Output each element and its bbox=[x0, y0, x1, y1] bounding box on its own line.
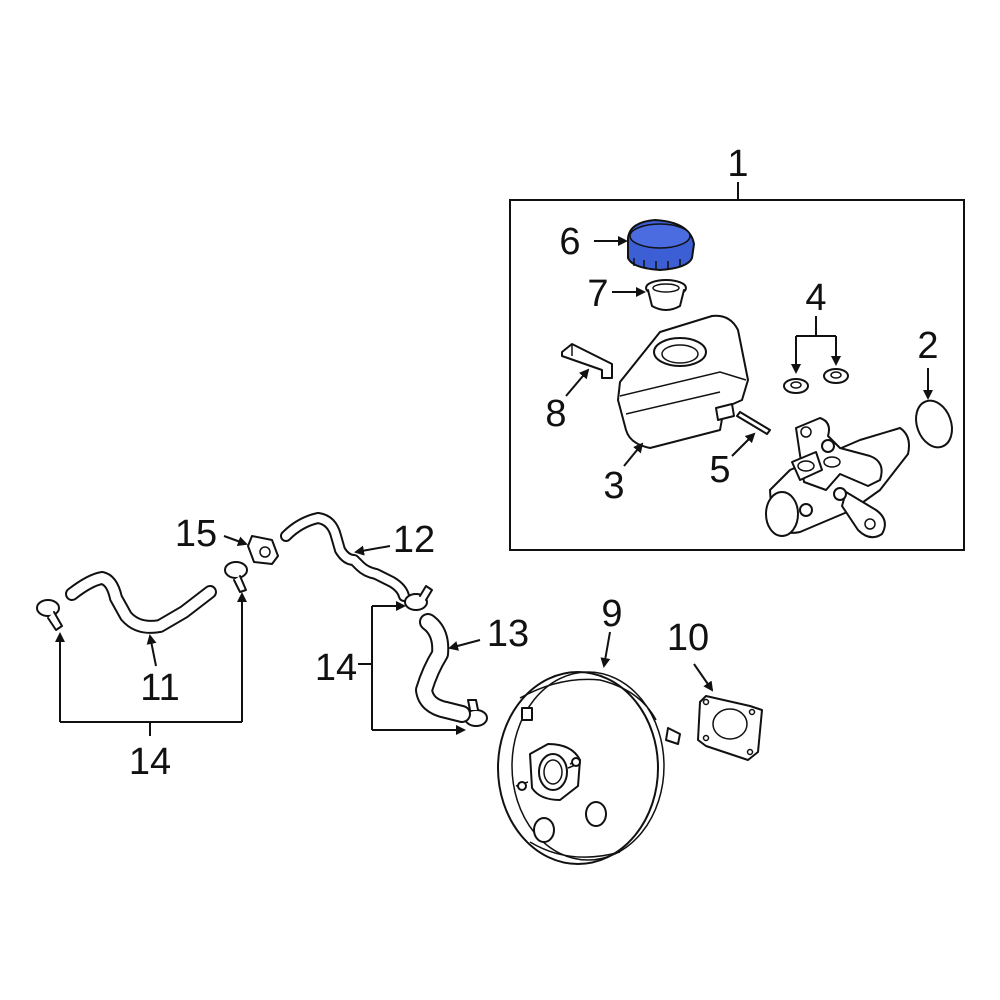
reservoir-cap-part[interactable] bbox=[627, 218, 696, 272]
bracket-part[interactable] bbox=[561, 343, 613, 379]
vacuum-hose-mid-part[interactable] bbox=[415, 613, 471, 723]
callout-10: 10 bbox=[667, 617, 709, 659]
callout-5: 5 bbox=[709, 449, 730, 491]
pin-part[interactable] bbox=[736, 411, 771, 435]
grommet-right-part[interactable] bbox=[823, 368, 849, 384]
callout-6: 6 bbox=[559, 221, 580, 263]
callout-1: 1 bbox=[727, 143, 748, 185]
master-cylinder-part[interactable] bbox=[765, 417, 910, 539]
callout-12: 12 bbox=[393, 519, 435, 561]
callout-3-arrow bbox=[623, 442, 644, 467]
callout-14b-bracket bbox=[358, 606, 373, 730]
brake-booster-part[interactable] bbox=[497, 671, 681, 865]
gasket-part[interactable] bbox=[697, 695, 763, 761]
callout-14a: 14 bbox=[129, 741, 171, 783]
clamp-upper-part[interactable] bbox=[404, 585, 433, 611]
o-ring-part[interactable] bbox=[910, 396, 958, 453]
callout-13-arrow bbox=[448, 639, 481, 651]
callout-15: 15 bbox=[175, 513, 217, 555]
callout-4-bracket bbox=[796, 316, 836, 337]
callout-5-arrow bbox=[731, 432, 756, 457]
callout-9: 9 bbox=[601, 593, 622, 635]
strainer-part[interactable] bbox=[645, 279, 687, 311]
callout-2: 2 bbox=[917, 325, 938, 367]
callout-12-arrow bbox=[354, 545, 391, 556]
callout-11: 11 bbox=[140, 667, 179, 709]
hose-bracket-part[interactable] bbox=[247, 535, 279, 565]
clamp-mid-part[interactable] bbox=[224, 561, 248, 593]
callout-4: 4 bbox=[805, 277, 826, 319]
callout-8-arrow bbox=[565, 368, 590, 397]
vacuum-hose-upper-part[interactable] bbox=[280, 512, 410, 602]
callout-3: 3 bbox=[603, 465, 624, 507]
callout-14b: 14 bbox=[315, 647, 357, 689]
grommet-left-part[interactable] bbox=[783, 378, 809, 394]
callout-9-arrow bbox=[600, 631, 611, 668]
callout-13: 13 bbox=[487, 613, 529, 655]
callout-10-arrow bbox=[693, 663, 714, 692]
callout-15-arrow bbox=[223, 535, 248, 546]
callout-7: 7 bbox=[587, 273, 608, 315]
clamp-left-part[interactable] bbox=[36, 599, 63, 631]
callout-8: 8 bbox=[545, 393, 566, 435]
callout-11-arrow bbox=[146, 634, 157, 667]
hose-left-part[interactable] bbox=[65, 571, 217, 634]
callout-14a-bracket bbox=[60, 721, 242, 736]
reservoir-tank-part[interactable] bbox=[617, 314, 749, 449]
